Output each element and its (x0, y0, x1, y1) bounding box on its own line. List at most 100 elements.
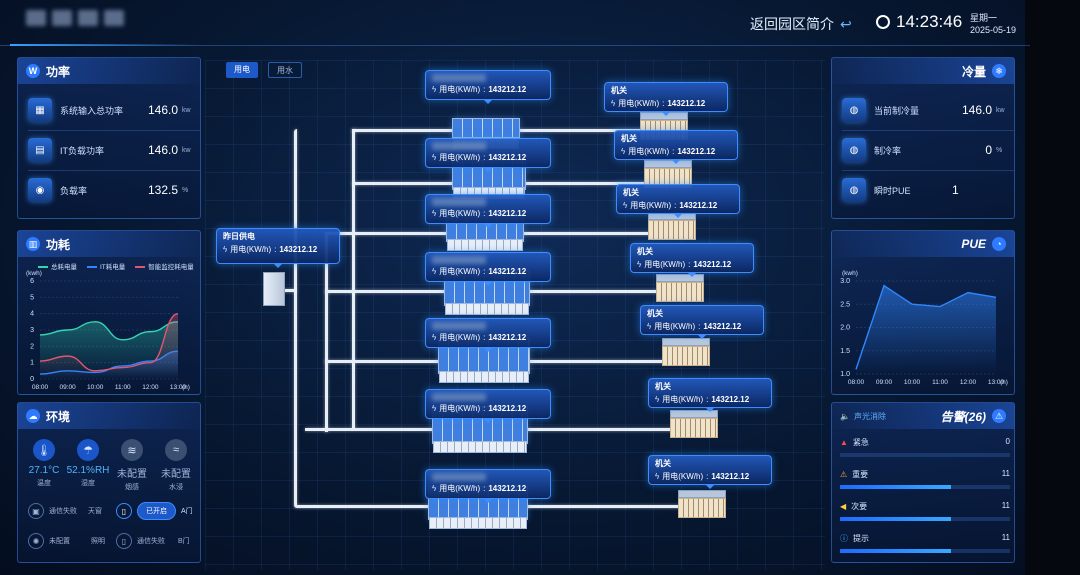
legend-total: 总耗电量 (38, 261, 77, 271)
right-edge (1025, 0, 1080, 575)
alarm-bar (840, 453, 1010, 457)
x-tick-label: 13:00 (170, 384, 187, 391)
pue-icon: ◍ (842, 178, 866, 202)
cabinet-name: 机关 (655, 459, 671, 468)
usage-value: 143212.12 (488, 267, 527, 276)
usage-label: 用电(KW/h) (662, 395, 704, 404)
cabinet-name: 机关 (637, 247, 653, 256)
water-value: 未配置 (161, 469, 191, 480)
date: 2025-05-19 (970, 25, 1017, 35)
mute-alarm-button[interactable]: 🔈 声光消除 (840, 411, 886, 422)
door-b-control[interactable]: ▯ 通信失败 B门 (116, 532, 190, 550)
usage-label: 用电(KW/h) (644, 260, 686, 269)
cabinet-roof (656, 274, 704, 282)
pipe-trunk (294, 129, 297, 507)
cooling-panel: 冷量 ❄ ◍ 当前制冷量 146.0 kw ◍ 制冷率 0 % ◍ 瞬时PUE … (831, 57, 1015, 219)
divider (842, 170, 1014, 171)
alarm-row-minor[interactable]: ◀次要 11 (840, 501, 1010, 521)
tab-electricity[interactable]: 用电 (226, 62, 258, 78)
usage-label: 用电(KW/h) (628, 147, 670, 156)
humidity-label: 湿度 (81, 480, 95, 487)
power-panel-title: W 功率 (18, 58, 200, 84)
legend-monitor: 智能监控耗电量 (135, 261, 194, 271)
y-tick-label: 2.5 (840, 301, 850, 308)
usage-value: 143212.12 (488, 404, 527, 413)
alarm-label: 次要 (851, 502, 868, 511)
skylight-control[interactable]: ▣ 通信失败 天窗 (28, 502, 102, 520)
env-water: ≈ 未配置 水浸 (154, 439, 198, 492)
cabinet-roof (662, 338, 710, 346)
y-axis-unit: (kwh) (842, 270, 858, 277)
usage-value: 143212.12 (488, 85, 527, 94)
series-line (855, 284, 997, 370)
alarm-row-urgent[interactable]: ▲紧急 0 (840, 437, 1010, 457)
bolt-icon: ϟ (223, 245, 228, 254)
skylight-status: 通信失败 (49, 508, 77, 515)
env-temperature: 🌡 27.1°C 温度 (22, 439, 66, 488)
lighting-control[interactable]: ✺ 未配置 照明 (28, 532, 105, 550)
cabinet-roof (670, 410, 718, 418)
row-value: 1 (952, 183, 959, 197)
door-a-control[interactable]: ▯ 已开启 A门 (116, 502, 193, 520)
divider (28, 170, 200, 171)
pue-title-text: PUE (961, 237, 986, 251)
door-icon: ▯ (116, 533, 132, 549)
cooling-row-pue: ◍ 瞬时PUE 1 (842, 174, 1014, 206)
cabinet-name: 机关 (647, 309, 663, 318)
usage-value: 143212.12 (279, 245, 318, 254)
equipment-cabinet (678, 498, 726, 518)
divider (28, 130, 200, 131)
skylight-icon: ▣ (28, 503, 44, 519)
usage-label: 用电(KW/h) (618, 99, 660, 108)
it-icon: ▤ (28, 138, 52, 162)
y-tick-label: 1 (30, 360, 34, 367)
usage-label: 用电(KW/h) (439, 404, 481, 413)
equipment-cabinet (670, 418, 718, 438)
tab-water[interactable]: 用水 (268, 62, 302, 78)
bolt-icon: ϟ (432, 153, 437, 162)
usage-label: 用电(KW/h) (230, 245, 272, 254)
x-tick-label: 09:00 (59, 384, 76, 391)
door-a-name: A门 (181, 508, 193, 515)
env-humidity: ☂ 52.1%RH 湿度 (66, 439, 110, 488)
building-name-blurred (432, 473, 486, 481)
lighting-name: 照明 (91, 538, 105, 545)
temperature-label: 温度 (37, 480, 51, 487)
humidity-icon: ☂ (77, 439, 99, 461)
alarm-row-important[interactable]: ⚠重要 11 (840, 469, 1010, 489)
usage-value: 143212.12 (711, 472, 750, 481)
back-to-park-intro-button[interactable]: 返回园区简介 ↩ (750, 14, 852, 34)
y-tick-label: 2 (30, 343, 34, 350)
env-smoke: ≋ 未配置 烟感 (110, 439, 154, 492)
usage-value: 143212.12 (677, 147, 716, 156)
row-unit: kw (182, 146, 191, 154)
row-value: 146.0 (147, 143, 178, 157)
bolt-icon: ϟ (623, 201, 628, 210)
temperature-value: 27.1°C (28, 465, 60, 476)
bolt-icon: ϟ (432, 484, 437, 493)
x-axis-unit: (h) (1000, 379, 1008, 386)
water-leak-icon: ≈ (165, 439, 187, 461)
x-tick-label: 13:00 (988, 379, 1005, 386)
usage-value: 143212.12 (488, 484, 527, 493)
x-tick-label: 09:00 (876, 379, 893, 386)
pue-panel-title: PUE ◔ (832, 231, 1014, 257)
usage-label: 用电(KW/h) (439, 209, 481, 218)
cooling-row-rate: ◍ 制冷率 0 % (842, 134, 1014, 166)
